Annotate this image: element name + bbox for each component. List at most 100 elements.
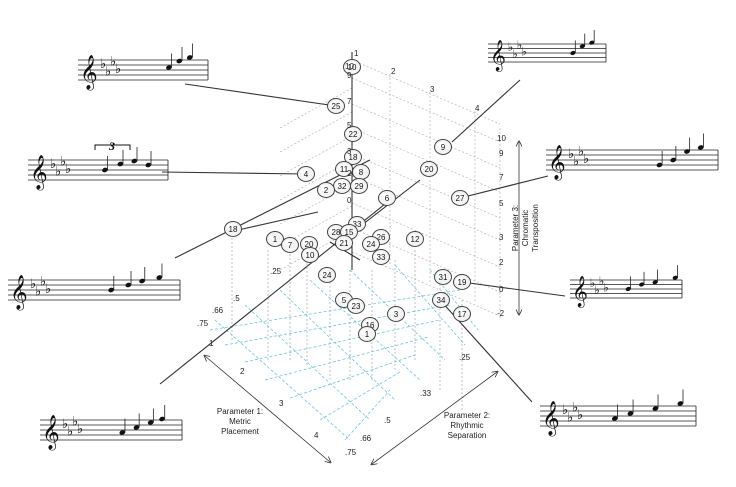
floor-grid-line <box>224 304 451 346</box>
node-label: 15 <box>345 228 354 237</box>
node: 32 <box>333 178 351 194</box>
param1-tick: 2 <box>240 367 245 376</box>
treble-clef-icon: 𝄞 <box>542 401 560 437</box>
node-label: 10 <box>306 251 315 260</box>
node: 33 <box>372 249 390 265</box>
note-head <box>656 162 663 168</box>
flat-icon: ♭ <box>50 157 56 172</box>
note-head <box>125 282 132 288</box>
param3-tick: 9 <box>499 149 504 158</box>
node-label: 9 <box>441 143 446 152</box>
treble-clef-icon: 𝄞 <box>548 145 566 181</box>
flat-icon: ♭ <box>60 155 66 170</box>
grid-line <box>279 135 353 177</box>
node: 24 <box>318 267 336 283</box>
floor-grid-line <box>279 289 396 401</box>
treble-clef-icon: 𝄞 <box>42 415 60 451</box>
param2-title-line: Separation <box>448 431 487 440</box>
param2-title-line: Rhythmic <box>450 421 483 430</box>
staff-lower-right: 𝄞♭♭♭♭ <box>570 265 683 308</box>
node-label: 6 <box>385 194 390 203</box>
param2-title-line: Parameter 2: <box>444 411 490 420</box>
vertical-tick: 9 <box>347 71 352 80</box>
param3-tick: -2 <box>497 309 505 318</box>
node-label: 23 <box>352 302 361 311</box>
flat-icon: ♭ <box>72 415 78 430</box>
back-tick: .66 <box>212 306 224 315</box>
staff-bottom-left: 𝄞♭♭♭♭ <box>40 405 183 451</box>
note-head <box>670 157 677 163</box>
node-label: 7 <box>288 241 293 250</box>
staff-top-right: 𝄞♭♭♭♭ <box>488 30 607 72</box>
param2-tick: .75 <box>345 448 357 457</box>
connector-line <box>451 79 521 143</box>
grid-line <box>279 87 353 129</box>
node: 34 <box>432 292 450 308</box>
note-head <box>156 275 163 280</box>
grid-line <box>351 103 501 169</box>
note-head <box>627 411 634 416</box>
node-label: 22 <box>349 130 358 139</box>
note-head <box>117 161 124 167</box>
node: 24 <box>362 236 380 252</box>
param2-tick: .33 <box>420 389 432 398</box>
node-label: 18 <box>229 225 238 234</box>
grid-line <box>351 227 501 293</box>
flat-icon: ♭ <box>40 275 46 290</box>
grid-line <box>351 251 501 317</box>
note-head <box>176 58 183 64</box>
floor-grid-line <box>264 336 429 381</box>
param1-tick: 1 <box>209 339 214 348</box>
vertical-tick: 1 <box>354 49 359 58</box>
node-label: 8 <box>359 168 364 177</box>
flat-icon: ♭ <box>578 145 584 160</box>
param1-title: Parameter 1: Metric Placement <box>217 407 263 436</box>
flat-icon: ♭ <box>508 40 514 54</box>
grid-line <box>351 77 501 143</box>
staff-lower-left: 𝄞♭♭♭♭ <box>8 263 181 311</box>
treble-clef-icon: 𝄞 <box>490 39 506 72</box>
note-head <box>131 158 138 164</box>
note-head <box>145 162 152 168</box>
node-label: 10 <box>348 63 357 72</box>
treble-clef-icon: 𝄞 <box>10 275 28 311</box>
note-head <box>625 286 631 292</box>
note-head <box>102 167 108 173</box>
node: 10 <box>343 59 361 75</box>
floor-grid-line <box>209 289 461 331</box>
node-label: 31 <box>439 273 448 282</box>
top-tick: 2 <box>391 67 396 76</box>
flat-icon: ♭ <box>567 411 573 426</box>
node: 25 <box>327 98 345 114</box>
node-label: 33 <box>353 220 362 229</box>
param1-tick: 3 <box>279 399 284 408</box>
node-label: 32 <box>338 182 347 191</box>
flat-icon: ♭ <box>105 65 111 80</box>
floor-grid-line <box>319 371 401 421</box>
flat-icon: ♭ <box>594 283 600 297</box>
grid-line <box>351 153 501 219</box>
note-head <box>108 287 115 293</box>
note-head <box>166 65 172 70</box>
flat-icon: ♭ <box>77 422 83 437</box>
node-label: 34 <box>437 296 446 305</box>
flat-icon: ♭ <box>45 282 51 297</box>
note-head <box>159 416 166 422</box>
node: 7 <box>281 237 299 253</box>
back-tick: .5 <box>233 294 240 303</box>
grid-line <box>351 175 501 241</box>
staff-excerpts: 𝄞♭♭♭♭𝄞♭♭♭♭𝄞♭♭♭♭𝄞♭♭♭♭𝄞♭♭♭♭𝄞♭♭♭♭𝄞♭♭♭♭𝄞♭♭♭♭ <box>8 30 719 451</box>
param3-title: Parameter 3: Chromatic Transposition <box>511 204 540 252</box>
node-label: 26 <box>377 233 386 242</box>
floor-grid-line <box>244 304 371 421</box>
node-label: 21 <box>340 239 349 248</box>
param2-tick: .5 <box>384 416 391 425</box>
note-head <box>672 275 678 280</box>
note-head <box>119 430 126 435</box>
flat-icon: ♭ <box>65 162 71 177</box>
node: 18 <box>344 149 362 165</box>
note-head <box>611 416 618 421</box>
node-label: 17 <box>458 310 467 319</box>
